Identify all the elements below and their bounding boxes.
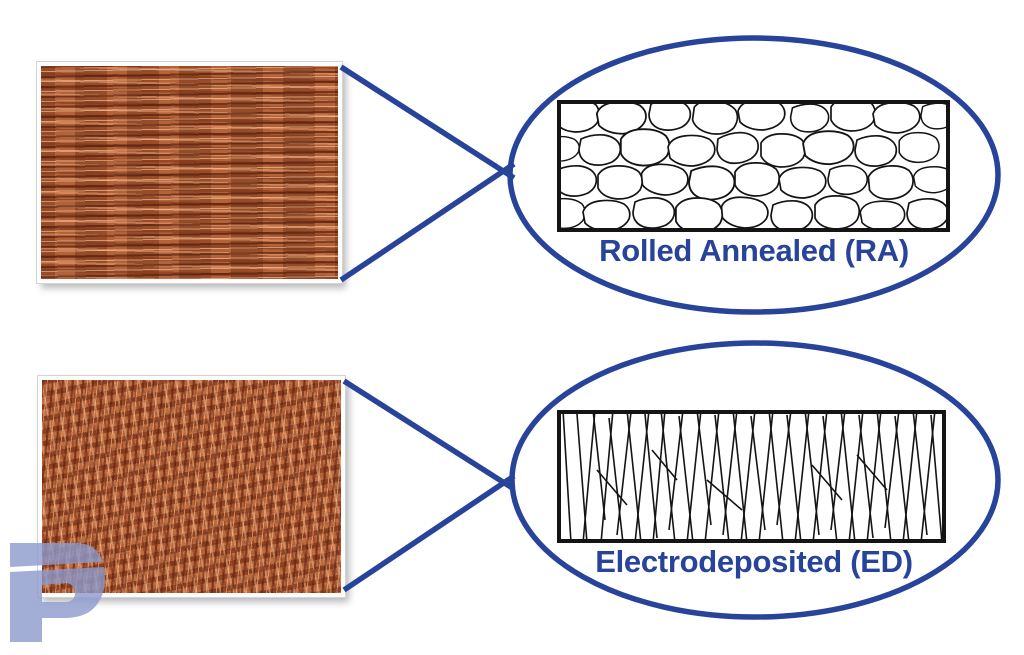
ed-grain-schematic <box>557 410 946 543</box>
ra-zoom-lines <box>339 64 516 283</box>
ed-copper-texture <box>42 380 341 593</box>
ra-micrograph-image <box>37 62 342 283</box>
ed-label: Electrodeposited (ED) <box>595 544 913 579</box>
watermark-letter-p <box>10 543 105 642</box>
ed-zoom-lines <box>342 378 516 593</box>
ra-copper-texture <box>41 66 338 279</box>
ra-label: Rolled Annealed (RA) <box>599 233 909 268</box>
ra-grain-schematic <box>557 100 950 232</box>
ed-micrograph-image <box>38 376 345 597</box>
